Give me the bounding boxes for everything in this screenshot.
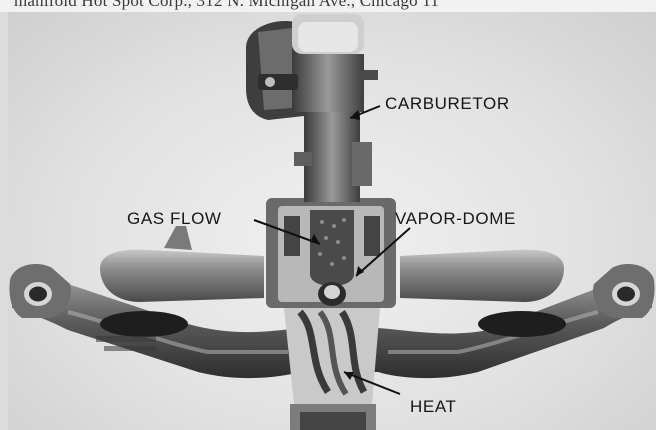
cutaway-body: [266, 198, 396, 308]
heat-label: HEAT: [410, 397, 456, 417]
carburetor-assembly: [246, 14, 378, 202]
right-port: [478, 311, 566, 337]
left-flange: [10, 264, 72, 318]
vapor-dome-label: VAPOR-DOME: [395, 209, 516, 229]
caption-text: manifold Hot Spot Corp., 312 N. Michigan…: [14, 0, 439, 11]
heat-riser: [284, 308, 380, 430]
carburetor-label: CARBURETOR: [385, 94, 510, 114]
left-port: [100, 311, 188, 337]
gas-flow-label: GAS FLOW: [127, 209, 222, 229]
manifold-photo: CARBURETOR GAS FLOW VAPOR-DOME HEAT: [8, 12, 656, 430]
cropped-caption: manifold Hot Spot Corp., 312 N. Michigan…: [0, 0, 656, 12]
manifold-illustration: [8, 12, 656, 430]
right-flange: [593, 264, 655, 318]
